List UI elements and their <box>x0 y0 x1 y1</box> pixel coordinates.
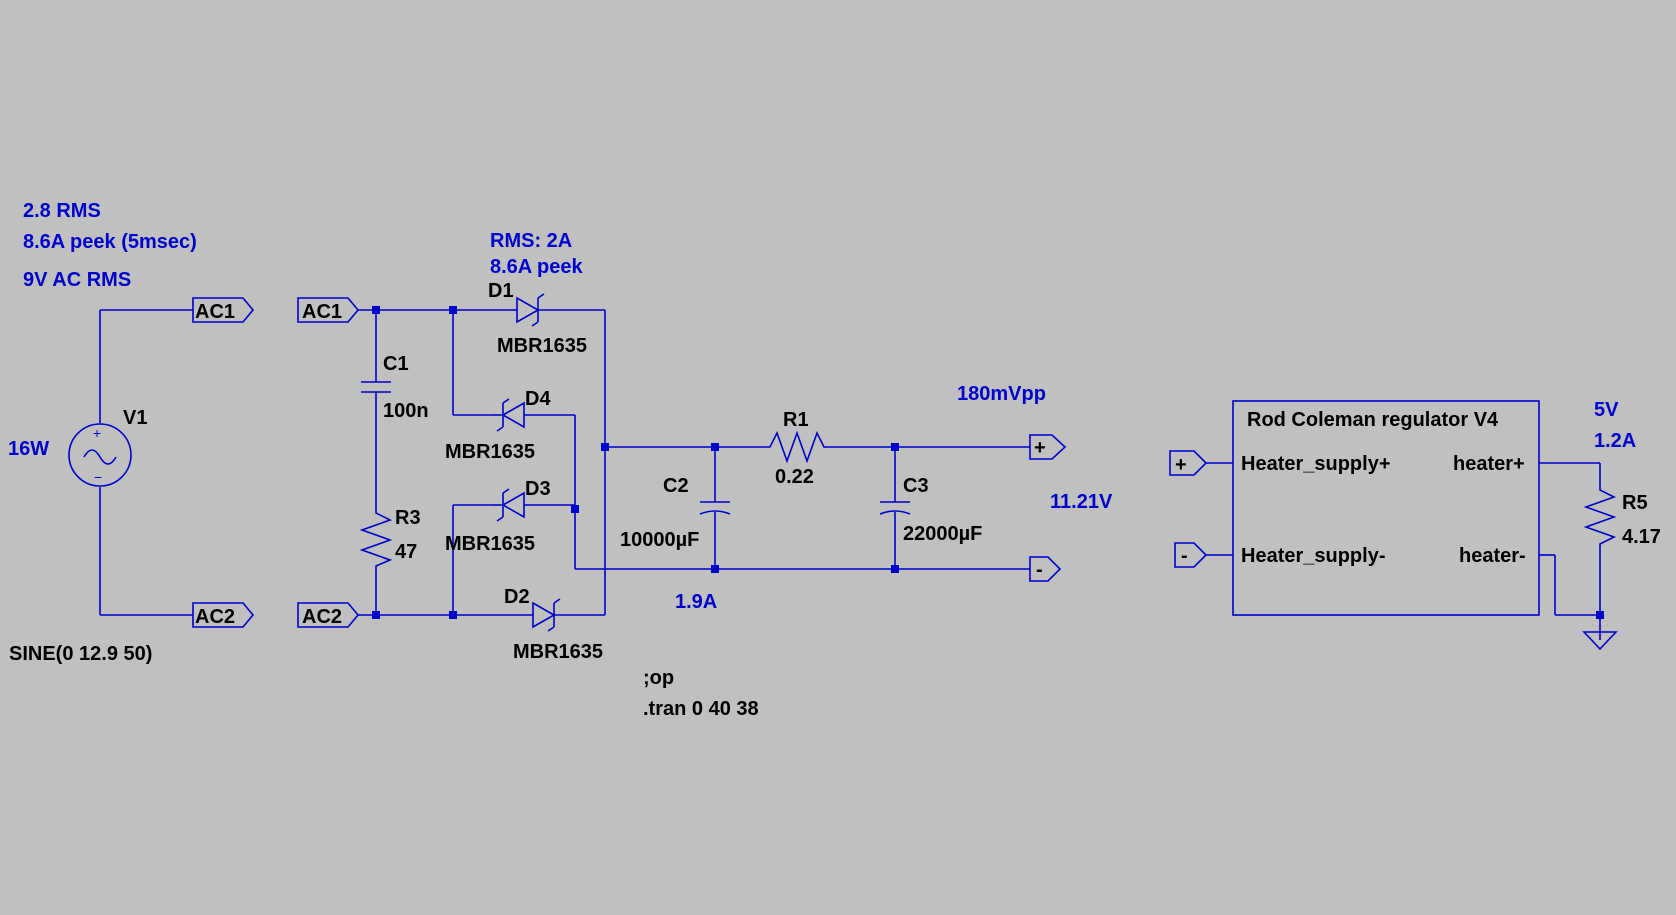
regulator-title: Rod Coleman regulator V4 <box>1247 409 1499 431</box>
regulator-pin-in-plus: Heater_supply+ <box>1241 453 1391 475</box>
d3-value: MBR1635 <box>445 533 535 555</box>
d4-name: D4 <box>525 388 551 410</box>
svg-text:AC2: AC2 <box>195 606 235 628</box>
net-flag-ac2-source: AC2 <box>192 602 255 628</box>
ac-source[interactable]: + − <box>68 309 193 616</box>
svg-text:-: - <box>1181 545 1188 567</box>
capacitor-c2[interactable] <box>699 501 731 515</box>
net-flag-minus-output: - <box>1029 556 1062 582</box>
svg-text:+: + <box>1175 454 1187 476</box>
r5-value: 4.17 <box>1622 526 1661 548</box>
d4-value: MBR1635 <box>445 441 535 463</box>
c3-name: C3 <box>903 475 929 497</box>
r3-name: R3 <box>395 507 421 529</box>
c1-name: C1 <box>383 353 409 375</box>
resistor-r5[interactable] <box>1583 486 1617 548</box>
c2-name: C2 <box>663 475 689 497</box>
c1-value: 100n <box>383 400 429 422</box>
net-flag-minus-regulator: - <box>1174 542 1208 568</box>
net-flag-ac2-bridge: AC2 <box>297 602 360 628</box>
regulator-pin-in-minus: Heater_supply- <box>1241 545 1386 567</box>
svg-text:-: - <box>1036 559 1043 581</box>
svg-text:−: − <box>94 469 102 485</box>
directive-tran[interactable]: .tran 0 40 38 <box>643 698 759 720</box>
r5-name: R5 <box>1622 492 1648 514</box>
svg-text:+: + <box>1034 437 1046 459</box>
net-flag-ac1-bridge: AC1 <box>297 297 360 323</box>
d2-value: MBR1635 <box>513 641 603 663</box>
ground-symbol <box>1582 631 1618 651</box>
diode-rms-annotation: RMS: 2A <box>490 230 572 252</box>
load-current-annotation: 1.9A <box>675 591 717 613</box>
diode-peak-annotation: 8.6A peek <box>490 256 584 278</box>
source-name: V1 <box>123 407 147 429</box>
resistor-r3[interactable] <box>359 510 393 570</box>
r3-value: 47 <box>395 541 417 563</box>
svg-text:AC2: AC2 <box>302 606 342 628</box>
heater-voltage-annotation: 5V <box>1594 399 1619 421</box>
source-value: SINE(0 12.9 50) <box>9 643 152 665</box>
d1-value: MBR1635 <box>497 335 587 357</box>
c2-value: 10000µF <box>620 529 699 551</box>
svg-text:AC1: AC1 <box>195 301 235 323</box>
ripple-annotation: 180mVpp <box>957 383 1046 405</box>
c3-value: 22000µF <box>903 523 982 545</box>
regulator-pin-out-minus: heater- <box>1459 545 1526 567</box>
svg-text:+: + <box>93 425 101 441</box>
capacitor-c3[interactable] <box>879 501 911 515</box>
output-voltage-annotation: 11.21V <box>1050 491 1113 513</box>
r1-value: 0.22 <box>775 466 814 488</box>
resistor-r1[interactable] <box>765 430 828 464</box>
power-annotation: 16W <box>8 438 49 460</box>
regulator-block[interactable] <box>1232 400 1540 616</box>
svg-text:AC1: AC1 <box>302 301 342 323</box>
heater-current-annotation: 1.2A <box>1594 430 1636 452</box>
rms-current-annotation: 2.8 RMS <box>23 200 101 222</box>
net-flag-plus-output: + <box>1029 434 1067 460</box>
directive-op[interactable]: ;op <box>643 667 674 689</box>
d1-name: D1 <box>488 280 514 302</box>
ac-voltage-annotation: 9V AC RMS <box>23 269 131 291</box>
net-flag-plus-regulator: + <box>1169 450 1208 476</box>
peak-current-annotation: 8.6A peek (5msec) <box>23 231 197 253</box>
capacitor-c1[interactable] <box>361 381 391 393</box>
regulator-pin-out-plus: heater+ <box>1453 453 1525 475</box>
net-flag-ac1-source: AC1 <box>192 297 255 323</box>
r1-name: R1 <box>783 409 809 431</box>
d3-name: D3 <box>525 478 551 500</box>
d2-name: D2 <box>504 586 530 608</box>
